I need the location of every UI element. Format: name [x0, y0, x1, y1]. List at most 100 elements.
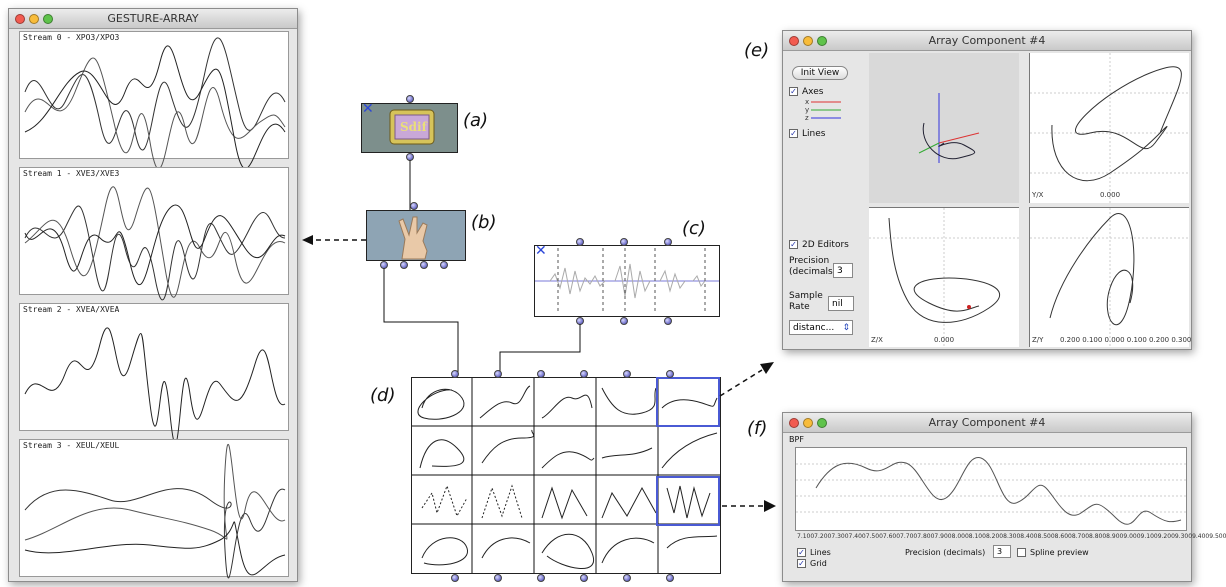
mode-select-value: distanc...	[793, 323, 835, 333]
arrow-b-to-gesture	[302, 235, 366, 245]
connections-to-d	[383, 268, 581, 372]
stream-plot-2[interactable]: Stream 2 - XVEA/XVEA	[19, 303, 289, 445]
zoom-window-icon[interactable]	[817, 36, 827, 46]
tag-c: (c)	[682, 218, 706, 239]
axes-label: Axes	[802, 87, 824, 97]
close-window-icon[interactable]	[789, 418, 799, 428]
stream-2-curves	[24, 327, 286, 445]
selection-highlight-mid[interactable]	[656, 476, 720, 526]
selection-highlight-top[interactable]	[656, 377, 720, 427]
connection-a-b	[409, 160, 411, 210]
window-title: GESTURE-ARRAY	[107, 12, 199, 25]
tag-d: (d)	[370, 385, 396, 406]
sound-waveform-box[interactable]: ✕	[534, 243, 720, 317]
outlet-c-3[interactable]	[664, 317, 672, 325]
tag-f: (f)	[747, 418, 768, 439]
inlet-d-4[interactable]	[580, 370, 588, 378]
trajectory-grid-box[interactable]	[411, 377, 721, 574]
3d-view-panel[interactable]	[869, 53, 1019, 203]
inlet-c-2[interactable]	[620, 238, 628, 246]
gesture-array-titlebar[interactable]: GESTURE-ARRAY	[9, 9, 297, 29]
inlet-d-3[interactable]	[537, 370, 545, 378]
inlet-c-3[interactable]	[664, 238, 672, 246]
gesture-image-box[interactable]	[366, 210, 466, 261]
waveform-display	[535, 248, 719, 314]
inlet-d-6[interactable]	[666, 370, 674, 378]
outlet-d-1[interactable]	[451, 574, 459, 582]
figure-canvas: GESTURE-ARRAY Stream 0 - XPO3/XPO3 Strea…	[8, 8, 1226, 582]
inlet-d-2[interactable]	[494, 370, 502, 378]
axis-legend-z: z	[805, 114, 809, 122]
minimize-window-icon[interactable]	[803, 418, 813, 428]
zoom-window-icon[interactable]	[43, 14, 53, 24]
stream-plot-1[interactable]: Stream 1 - XVE3/XVE3	[19, 167, 289, 301]
plot-zy-label: Z/Y	[1032, 336, 1044, 344]
gesture-array-window: GESTURE-ARRAY Stream 0 - XPO3/XPO3 Strea…	[8, 8, 298, 582]
close-window-icon[interactable]	[15, 14, 25, 24]
inlet-c-1[interactable]	[576, 238, 584, 246]
inlet-a-top[interactable]	[406, 95, 414, 103]
stream-plot-0[interactable]: Stream 0 - XPO3/XPO3	[19, 31, 289, 170]
init-view-button[interactable]: Init View	[792, 66, 848, 80]
minimize-window-icon[interactable]	[29, 14, 39, 24]
outlet-c-2[interactable]	[620, 317, 628, 325]
precision-input[interactable]: 3	[833, 263, 853, 278]
lock-x-icon[interactable]: ✕	[535, 243, 547, 259]
bpf-plot[interactable]	[795, 447, 1187, 531]
window-e-titlebar[interactable]: Array Component #4	[783, 31, 1191, 51]
sample-rate-label: Sample Rate	[789, 291, 823, 312]
mode-select[interactable]: distanc... ⇕	[789, 320, 853, 335]
inlet-b-top[interactable]	[410, 202, 418, 210]
stream-plot-3[interactable]: Stream 3 - XEUL/XEUL	[19, 439, 289, 579]
array-component-3d-window: Array Component #4 Init View ✓ Axes x y …	[782, 30, 1192, 350]
close-window-icon[interactable]	[789, 36, 799, 46]
plot-zx-label: Z/X	[871, 336, 883, 344]
inlet-d-1[interactable]	[451, 370, 459, 378]
plot-zy[interactable]: Z/Y 0.200 0.100 0.000 0.100 0.200 0.300	[1029, 207, 1192, 348]
outlet-b-3[interactable]	[420, 261, 428, 269]
window-f-titlebar[interactable]: Array Component #4	[783, 413, 1191, 433]
precision-label-f: Precision (decimals)	[905, 548, 986, 557]
select-arrow-icon: ⇕	[842, 323, 850, 333]
lines-checkbox[interactable]: ✓	[789, 129, 798, 138]
stream-0-curves	[24, 37, 286, 170]
hand-gesture-image	[367, 211, 465, 260]
zoom-window-icon[interactable]	[817, 418, 827, 428]
outlet-d-4[interactable]	[580, 574, 588, 582]
inlet-d-5[interactable]	[623, 370, 631, 378]
grid-label-f: Grid	[810, 559, 827, 568]
outlet-d-2[interactable]	[494, 574, 502, 582]
outlet-d-3[interactable]	[537, 574, 545, 582]
2d-editors-checkbox[interactable]: ✓	[789, 240, 798, 249]
grid-checkbox-f[interactable]: ✓	[797, 559, 806, 568]
sdif-file-box[interactable]: Sdif ✕	[361, 101, 458, 153]
array-component-bpf-window: Array Component #4 BPF 7.1007.2007.3007.…	[782, 412, 1226, 582]
spline-preview-checkbox[interactable]	[1017, 548, 1026, 557]
outlet-b-2[interactable]	[400, 261, 408, 269]
window-title: Array Component #4	[928, 416, 1046, 429]
sdif-label: Sdif	[400, 120, 427, 134]
2d-editors-label: 2D Editors	[802, 240, 849, 250]
precision-label: Precision (decimals)	[789, 256, 837, 277]
plot-yx-curve	[1030, 53, 1190, 203]
axes-checkbox[interactable]: ✓	[789, 87, 798, 96]
lines-label-f: Lines	[810, 548, 831, 557]
outlet-d-5[interactable]	[623, 574, 631, 582]
lines-label: Lines	[802, 129, 826, 139]
tag-a: (a)	[463, 110, 489, 131]
axes-legend	[811, 101, 841, 119]
stream-3-label: Stream 3 - XEUL/XEUL	[23, 441, 120, 450]
plot-zy-curve	[1030, 208, 1190, 348]
lines-checkbox-f[interactable]: ✓	[797, 548, 806, 557]
minimize-window-icon[interactable]	[803, 36, 813, 46]
plot-zx[interactable]: Z/X 0.000	[869, 207, 1019, 348]
sample-rate-input[interactable]: nil	[828, 296, 854, 311]
outlet-d-6[interactable]	[666, 574, 674, 582]
plot-zx-tick: 0.000	[934, 336, 955, 344]
outlet-b-4[interactable]	[440, 261, 448, 269]
bpf-label: BPF	[789, 435, 804, 444]
plot-yx[interactable]: Y/X 0.000	[1029, 53, 1190, 203]
plot-zy-ticks: 0.200 0.100 0.000 0.100 0.200 0.300	[1060, 336, 1192, 344]
lock-x-icon[interactable]: ✕	[362, 101, 374, 117]
precision-input-f[interactable]: 3	[993, 545, 1011, 558]
